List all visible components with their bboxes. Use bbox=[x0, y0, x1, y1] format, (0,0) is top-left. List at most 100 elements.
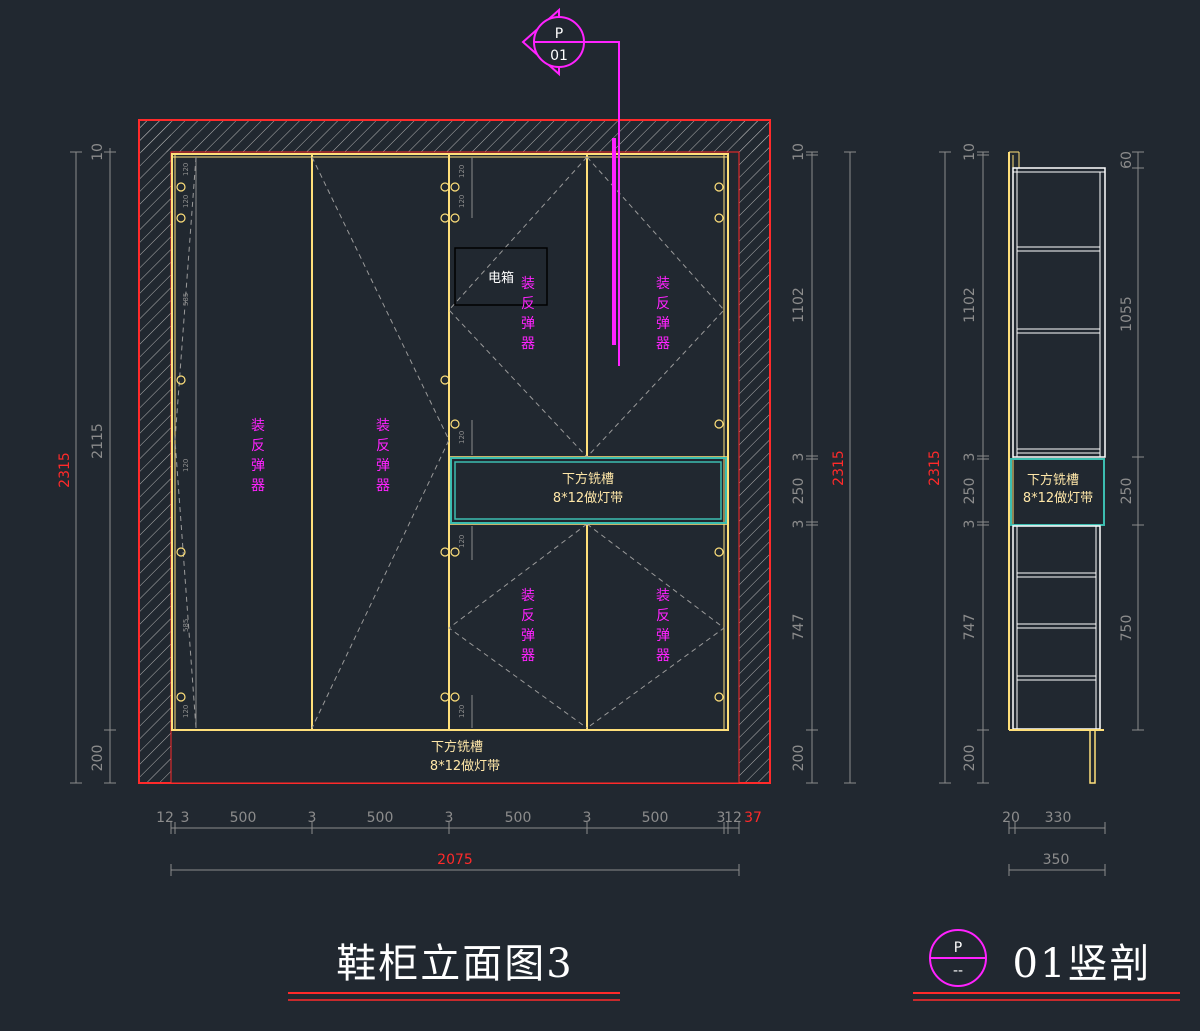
base-groove-label-1: 下方铣槽 bbox=[431, 739, 483, 755]
svg-text:反: 反 bbox=[251, 438, 265, 454]
section-bubble-bottom: 01 bbox=[550, 48, 568, 64]
svg-text:37: 37 bbox=[744, 810, 762, 826]
svg-text:500: 500 bbox=[230, 810, 257, 826]
hinge-dim-2: 120 bbox=[182, 195, 190, 208]
svg-text:器: 器 bbox=[656, 648, 670, 664]
hinge-dim-9: 120 bbox=[458, 431, 466, 444]
main-title: 鞋柜立面图3 bbox=[336, 941, 573, 987]
svg-text:弹: 弹 bbox=[656, 316, 670, 332]
hinges bbox=[176, 182, 724, 702]
svg-text:器: 器 bbox=[521, 336, 535, 352]
hinge-dim-10: 120 bbox=[458, 535, 466, 548]
hinge-dim-labels: 120 120 585 120 585 120 120 120 120 120 … bbox=[182, 163, 466, 718]
section-rdim-60: 60 bbox=[1119, 151, 1135, 169]
bottom-dim-labels: 12 3 500 3 500 3 500 3 500 3 12 37 bbox=[156, 810, 762, 826]
right-dim-1102: 1102 bbox=[791, 287, 807, 323]
svg-text:3: 3 bbox=[308, 810, 317, 826]
svg-text:500: 500 bbox=[642, 810, 669, 826]
section-bdim-330: 330 bbox=[1045, 810, 1072, 826]
door-swing-lines bbox=[174, 156, 725, 729]
svg-text:12: 12 bbox=[156, 810, 174, 826]
section-right-dim-lines bbox=[1132, 151, 1144, 731]
hinge-dim-7: 120 bbox=[458, 165, 466, 178]
right-dim-250: 250 bbox=[791, 478, 807, 505]
hinge-dim-5: 585 bbox=[182, 619, 190, 632]
right-dim-10: 10 bbox=[791, 143, 807, 161]
svg-text:反: 反 bbox=[521, 296, 535, 312]
left-dim-2115: 2115 bbox=[90, 423, 106, 459]
svg-text:反: 反 bbox=[376, 438, 390, 454]
section-title-block: P -- 01竖剖 bbox=[913, 929, 1180, 1001]
groove-box bbox=[450, 457, 727, 524]
title-bubble-bottom: -- bbox=[953, 963, 963, 979]
section-groove-label-1: 下方铣槽 bbox=[1027, 472, 1079, 488]
section-total-dim: 2315 bbox=[927, 450, 943, 486]
svg-text:反: 反 bbox=[521, 608, 535, 624]
svg-text:装: 装 bbox=[656, 276, 670, 292]
svg-text:3: 3 bbox=[445, 810, 454, 826]
section-bottom-dim-lines bbox=[1008, 822, 1106, 876]
section-groove-box bbox=[1010, 458, 1105, 526]
right-dim-200: 200 bbox=[791, 745, 807, 772]
svg-text:12: 12 bbox=[724, 810, 742, 826]
left-dim-10: 10 bbox=[90, 143, 106, 161]
svg-text:装: 装 bbox=[521, 276, 535, 292]
title-bubble-top: P bbox=[954, 940, 962, 956]
svg-text:装: 装 bbox=[521, 588, 535, 604]
section-left-dim-lines bbox=[939, 151, 989, 784]
electrical-box bbox=[454, 247, 548, 306]
upper-shelves bbox=[1017, 246, 1100, 454]
svg-text:弹: 弹 bbox=[656, 628, 670, 644]
svg-text:3: 3 bbox=[583, 810, 592, 826]
svg-text:3: 3 bbox=[181, 810, 190, 826]
lower-shelves bbox=[1017, 572, 1096, 681]
svg-text:装: 装 bbox=[251, 418, 265, 434]
section-dim-250: 250 bbox=[962, 478, 978, 505]
svg-text:弹: 弹 bbox=[376, 458, 390, 474]
section-dim-3a: 3 bbox=[962, 453, 978, 462]
hinge-dim-8: 120 bbox=[458, 195, 466, 208]
svg-text:反: 反 bbox=[656, 296, 670, 312]
section-dim-200: 200 bbox=[962, 745, 978, 772]
left-dim-200: 200 bbox=[90, 745, 106, 772]
groove-label-2: 8*12做灯带 bbox=[553, 491, 623, 506]
svg-text:3: 3 bbox=[717, 810, 726, 826]
hinge-dimensions bbox=[195, 157, 473, 728]
svg-text:器: 器 bbox=[656, 336, 670, 352]
svg-text:装: 装 bbox=[656, 588, 670, 604]
section-dim-10: 10 bbox=[962, 143, 978, 161]
right-wall-hatch bbox=[739, 120, 770, 783]
left-dimension-lines bbox=[70, 148, 116, 784]
left-total-dim: 2315 bbox=[57, 452, 73, 488]
top-wall-hatch bbox=[139, 120, 770, 152]
svg-text:器: 器 bbox=[376, 478, 390, 494]
svg-text:装: 装 bbox=[376, 418, 390, 434]
right-dimension-lines bbox=[806, 151, 856, 784]
left-wall-hatch bbox=[139, 120, 171, 783]
electrical-box-label: 电箱 bbox=[488, 270, 514, 286]
bottom-dimension-lines bbox=[170, 822, 740, 876]
right-dim-3a: 3 bbox=[791, 453, 807, 462]
right-total-dim: 2315 bbox=[831, 450, 847, 486]
groove-label-1: 下方铣槽 bbox=[562, 471, 614, 487]
shoe-cabinet-elevation: 120 120 585 120 585 120 120 120 120 120 … bbox=[57, 7, 856, 876]
door-label-2: 装 反 弹 器 bbox=[376, 418, 390, 494]
hinge-dim-11: 120 bbox=[458, 705, 466, 718]
upper-cabinet-section bbox=[1012, 167, 1106, 458]
hinge-dim-1: 120 bbox=[182, 163, 190, 176]
svg-text:反: 反 bbox=[656, 608, 670, 624]
hinge-dim-6: 120 bbox=[182, 705, 190, 718]
section-groove-label-2: 8*12做灯带 bbox=[1023, 491, 1093, 506]
door-label-6: 装 反 弹 器 bbox=[656, 588, 670, 664]
svg-text:器: 器 bbox=[521, 648, 535, 664]
section-bdim-20: 20 bbox=[1002, 810, 1020, 826]
section-rdim-1055: 1055 bbox=[1119, 296, 1135, 332]
section-bubble-top: P bbox=[555, 26, 563, 42]
section-rdim-750: 750 bbox=[1119, 615, 1135, 642]
section-dim-747: 747 bbox=[962, 614, 978, 641]
hinge-dim-4: 120 bbox=[182, 459, 190, 472]
svg-text:弹: 弹 bbox=[521, 316, 535, 332]
door-label-1: 装 反 弹 器 bbox=[251, 418, 265, 494]
svg-text:500: 500 bbox=[367, 810, 394, 826]
